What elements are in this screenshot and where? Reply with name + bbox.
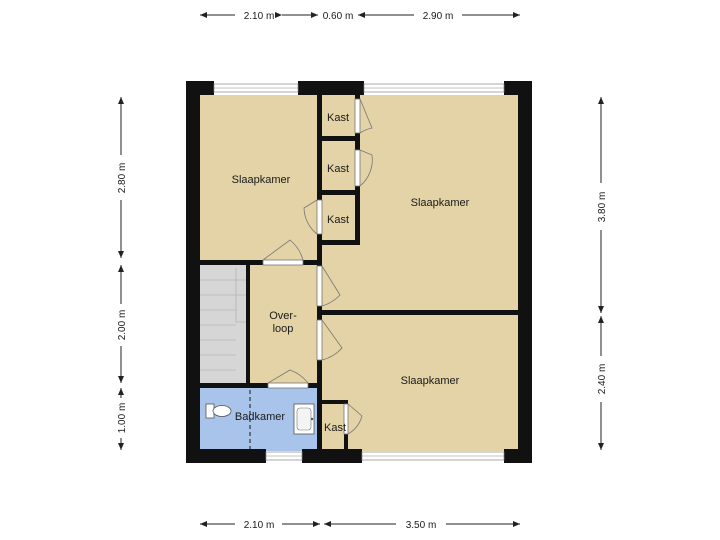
- stairs-floor: [198, 263, 248, 385]
- dimension-left: 2.80 m 2.00 m 1.00 m: [117, 97, 128, 450]
- label-badkamer: Badkamer: [235, 411, 285, 423]
- dim-bottom-1: 2.10 m: [244, 520, 275, 531]
- dim-left-3: 1.00 m: [117, 403, 128, 434]
- label-overloop-1: Over-: [269, 310, 297, 322]
- label-slaapkamer-right: Slaapkamer: [411, 197, 470, 209]
- stairs: [200, 268, 246, 371]
- dim-left-1: 2.80 m: [117, 163, 128, 194]
- slaapkamer-left-floor: [198, 95, 320, 263]
- dim-right-1: 3.80 m: [597, 192, 608, 223]
- label-overloop-2: loop: [273, 323, 294, 335]
- sink-icon: [293, 403, 315, 435]
- dimension-top: 2.10 m 0.60 m 2.90 m: [200, 11, 520, 22]
- dimension-right: 3.80 m 2.40 m: [597, 97, 608, 450]
- toilet-icon: [205, 403, 232, 419]
- label-kast-2: Kast: [327, 163, 349, 175]
- label-slaapkamer-bottom: Slaapkamer: [401, 375, 460, 387]
- label-kast-3: Kast: [327, 214, 349, 226]
- dim-right-2: 2.40 m: [597, 364, 608, 395]
- outer-walls: [186, 81, 532, 463]
- doors: [262, 98, 373, 435]
- dim-top-1: 2.10 m: [244, 11, 275, 22]
- dim-top-2: 0.60 m: [323, 11, 354, 22]
- slaapkamer-right-floor: [320, 95, 520, 313]
- slaapkamer-bottom-floor: [320, 313, 520, 451]
- bath-fixtures: [205, 390, 315, 449]
- dim-bottom-2: 3.50 m: [406, 520, 437, 531]
- label-kast-1: Kast: [327, 112, 349, 124]
- label-slaapkamer-left: Slaapkamer: [232, 174, 291, 186]
- dim-left-2: 2.00 m: [117, 310, 128, 341]
- label-kast-4: Kast: [324, 422, 346, 434]
- windows: [213, 83, 505, 461]
- dimension-bottom: 2.10 m 3.50 m: [200, 520, 520, 531]
- dim-top-3: 2.90 m: [423, 11, 454, 22]
